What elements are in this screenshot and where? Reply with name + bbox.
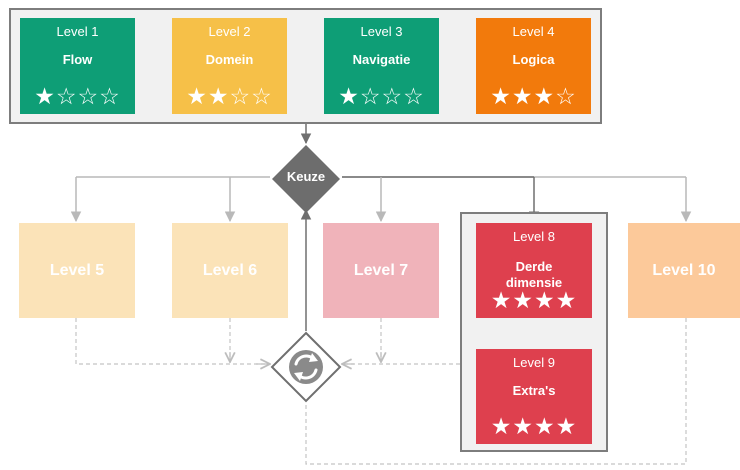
level-number: Level 3 [360,24,403,39]
level-title: Flow [62,52,93,67]
level-title: Navigatie [352,52,411,67]
star-rating-icons: ★★☆☆ [186,83,273,109]
level-title: Domein [205,52,254,67]
level-title: Logica [512,52,555,67]
level-label: Level 5 [49,261,105,279]
level-number: Level 2 [208,24,251,39]
level-10-box[interactable]: Level 10 [628,223,740,318]
star-rating-icons: ★★★★ [490,413,578,439]
refresh-cycle-icon [270,331,342,403]
level-label: Level 7 [353,261,409,279]
level-number: Level 1 [56,24,99,39]
star-rating-icons: ★☆☆☆ [34,83,121,109]
decision-label: Keuze [286,169,326,184]
level-2-box[interactable]: Level 2 Domein ★★☆☆ [172,18,287,114]
level-5-box[interactable]: Level 5 [19,223,135,318]
level-number: Level 4 [512,24,555,39]
level-number: Level 9 [513,355,555,370]
star-rating-icons: ★★★★ [490,287,578,313]
level-title-line-2: dimensie [505,275,563,290]
star-rating-icons: ★★★☆ [490,83,577,109]
level-title-line-1: Derde [515,259,553,274]
level-title: Derde dimensie [476,259,592,291]
star-rating-icons: ★☆☆☆ [338,83,425,109]
level-1-box[interactable]: Level 1 Flow ★☆☆☆ [20,18,135,114]
level-6-box[interactable]: Level 6 [172,223,288,318]
level-label: Level 10 [652,261,716,279]
level-7-box[interactable]: Level 7 [323,223,439,318]
level-9-box[interactable]: Level 9 Extra's ★★★★ [476,349,592,444]
level-8-box[interactable]: Level 8 Derde dimensie ★★★★ [476,223,592,318]
level-label: Level 6 [202,261,258,279]
decision-diamond[interactable] [270,143,342,215]
level-title: Extra's [512,383,556,398]
level-number: Level 8 [513,229,555,244]
level-4-box[interactable]: Level 4 Logica ★★★☆ [476,18,591,114]
level-3-box[interactable]: Level 3 Navigatie ★☆☆☆ [324,18,439,114]
